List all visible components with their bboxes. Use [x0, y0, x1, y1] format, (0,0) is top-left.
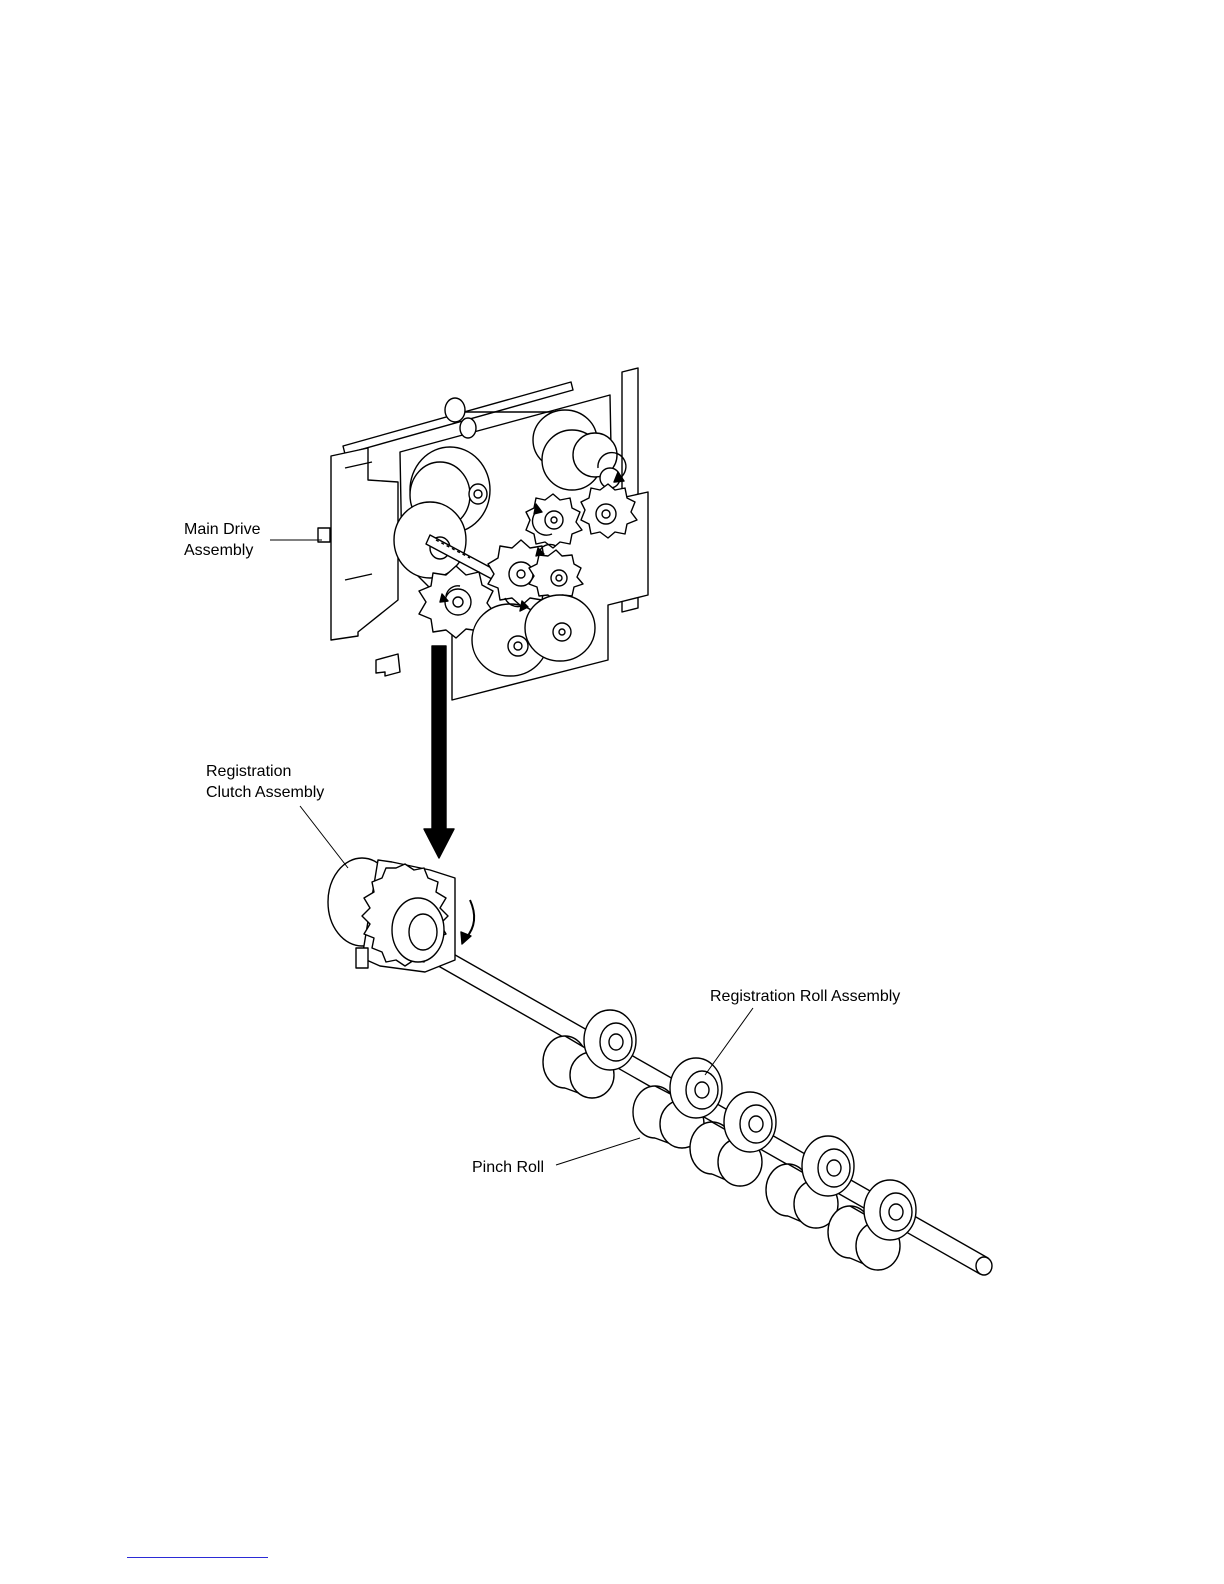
pinch-roll-leader [556, 1138, 640, 1165]
reg-roll-leader [705, 1008, 753, 1075]
reg-clutch-leader [300, 806, 348, 868]
main-drive-label-line1: Main Drive [184, 519, 260, 540]
pinch-roll-label: Pinch Roll [472, 1157, 544, 1178]
reg-roll-label: Registration Roll Assembly [710, 986, 900, 1007]
registration-rolls [584, 1010, 916, 1240]
reg-clutch-label-line2: Clutch Assembly [206, 782, 324, 803]
main-drive-assembly [318, 368, 648, 700]
reg-clutch-label: Registration Clutch Assembly [206, 761, 324, 803]
main-drive-label-line2: Assembly [184, 540, 260, 561]
registration-clutch-assembly [328, 858, 474, 972]
footer-rule [127, 1557, 268, 1558]
main-drive-label: Main Drive Assembly [184, 519, 260, 561]
drive-direction-arrow [424, 646, 454, 858]
reg-clutch-label-line1: Registration [206, 761, 324, 782]
